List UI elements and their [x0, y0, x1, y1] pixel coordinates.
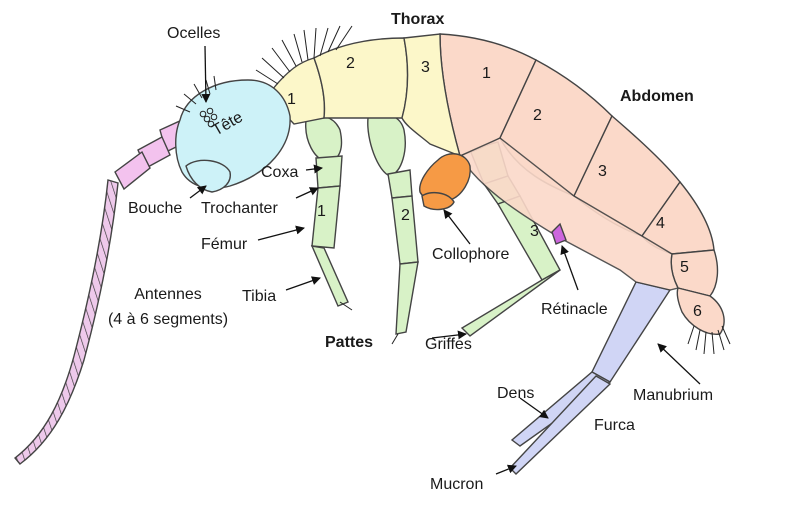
abdomen-segment-4-number: 4 [656, 215, 665, 232]
labels: Ocelles Thorax Abdomen Coxa Bouche Troch… [108, 11, 713, 493]
label-antennes-line1: Antennes [134, 286, 202, 303]
dens-lower [509, 375, 612, 475]
label-manubrium: Manubrium [633, 387, 713, 404]
antenna-flagellum [13, 179, 119, 465]
pointer-arrows [189, 45, 701, 475]
arrow-mucron [495, 464, 517, 475]
arrow-trochanter [295, 187, 319, 199]
leg-2-number: 2 [401, 207, 410, 224]
label-retinacle: Rétinacle [541, 301, 608, 318]
thorax-segment-3-number: 3 [421, 59, 430, 76]
arrow-femur [257, 225, 305, 241]
leg-1-coxa [305, 115, 343, 163]
arrow-griffes [431, 330, 467, 340]
leg-1-femur [311, 185, 341, 249]
abdomen-segment-6-number: 6 [693, 303, 702, 320]
arrow-manubrium [657, 343, 701, 385]
arrow-bouche [189, 185, 207, 199]
manubrium [591, 281, 672, 383]
arrow-coxa [305, 164, 323, 174]
leg-1-tibia [310, 245, 349, 307]
head [175, 75, 291, 193]
arrow-collophore [443, 209, 471, 245]
abdomen-ventral [459, 137, 680, 291]
label-ocelles: Ocelles [167, 25, 220, 42]
collophore-tip [421, 191, 455, 211]
leg-2-claw [391, 333, 399, 345]
leg-2-tibia [395, 261, 419, 335]
leg-1-claw [339, 301, 353, 311]
label-coxa: Coxa [261, 164, 298, 181]
label-tibia: Tibia [242, 288, 276, 305]
arrow-dens [519, 397, 549, 419]
thorax-segment-1-number: 1 [287, 91, 296, 108]
label-trochanter: Trochanter [201, 200, 278, 217]
abdomen-segment-5-number: 5 [680, 259, 689, 276]
leg-1-trochanter [315, 155, 343, 189]
label-pattes: Pattes [325, 334, 373, 351]
label-furca: Furca [594, 417, 635, 434]
thorax-bristles [255, 25, 353, 85]
ocelli-icon [199, 107, 218, 128]
leg-1 [305, 115, 353, 311]
retinacle [551, 222, 567, 245]
abdomen-segment-6 [676, 287, 725, 335]
label-bouche: Bouche [128, 200, 182, 217]
label-griffes: Griffes [425, 336, 472, 353]
thorax-segment-2 [313, 37, 409, 119]
head-bristles [175, 75, 217, 113]
label-dens: Dens [497, 385, 534, 402]
leg-1-number: 1 [317, 203, 326, 220]
label-antennes-line2: (4 à 6 segments) [108, 311, 228, 328]
antenna-segment-3 [114, 150, 151, 191]
thorax-segment-2-number: 2 [346, 55, 355, 72]
leg-2 [367, 113, 419, 345]
label-femur: Fémur [201, 236, 248, 253]
leg-3-tibia [460, 269, 561, 337]
label-mucron: Mucron [430, 476, 483, 493]
furca [509, 281, 672, 475]
mouthparts [185, 159, 231, 193]
thorax-segment-3 [401, 33, 462, 158]
label-abdomen: Abdomen [620, 88, 694, 105]
leg-2-coxa [367, 113, 406, 177]
arrow-ocelles [201, 45, 211, 103]
abdomen-segment-1-number: 1 [482, 65, 491, 82]
leg-3-number: 3 [530, 223, 539, 240]
arrow-retinacle [560, 245, 579, 291]
label-thorax: Thorax [391, 11, 444, 28]
tail-hairs [687, 325, 731, 355]
leg-2-trochanter [387, 169, 413, 199]
abdomen [439, 33, 731, 355]
abdomen-segment-2-number: 2 [533, 107, 542, 124]
label-collophore: Collophore [432, 246, 509, 263]
abdomen-segment-3-number: 3 [598, 163, 607, 180]
arrow-tibia [285, 276, 321, 291]
